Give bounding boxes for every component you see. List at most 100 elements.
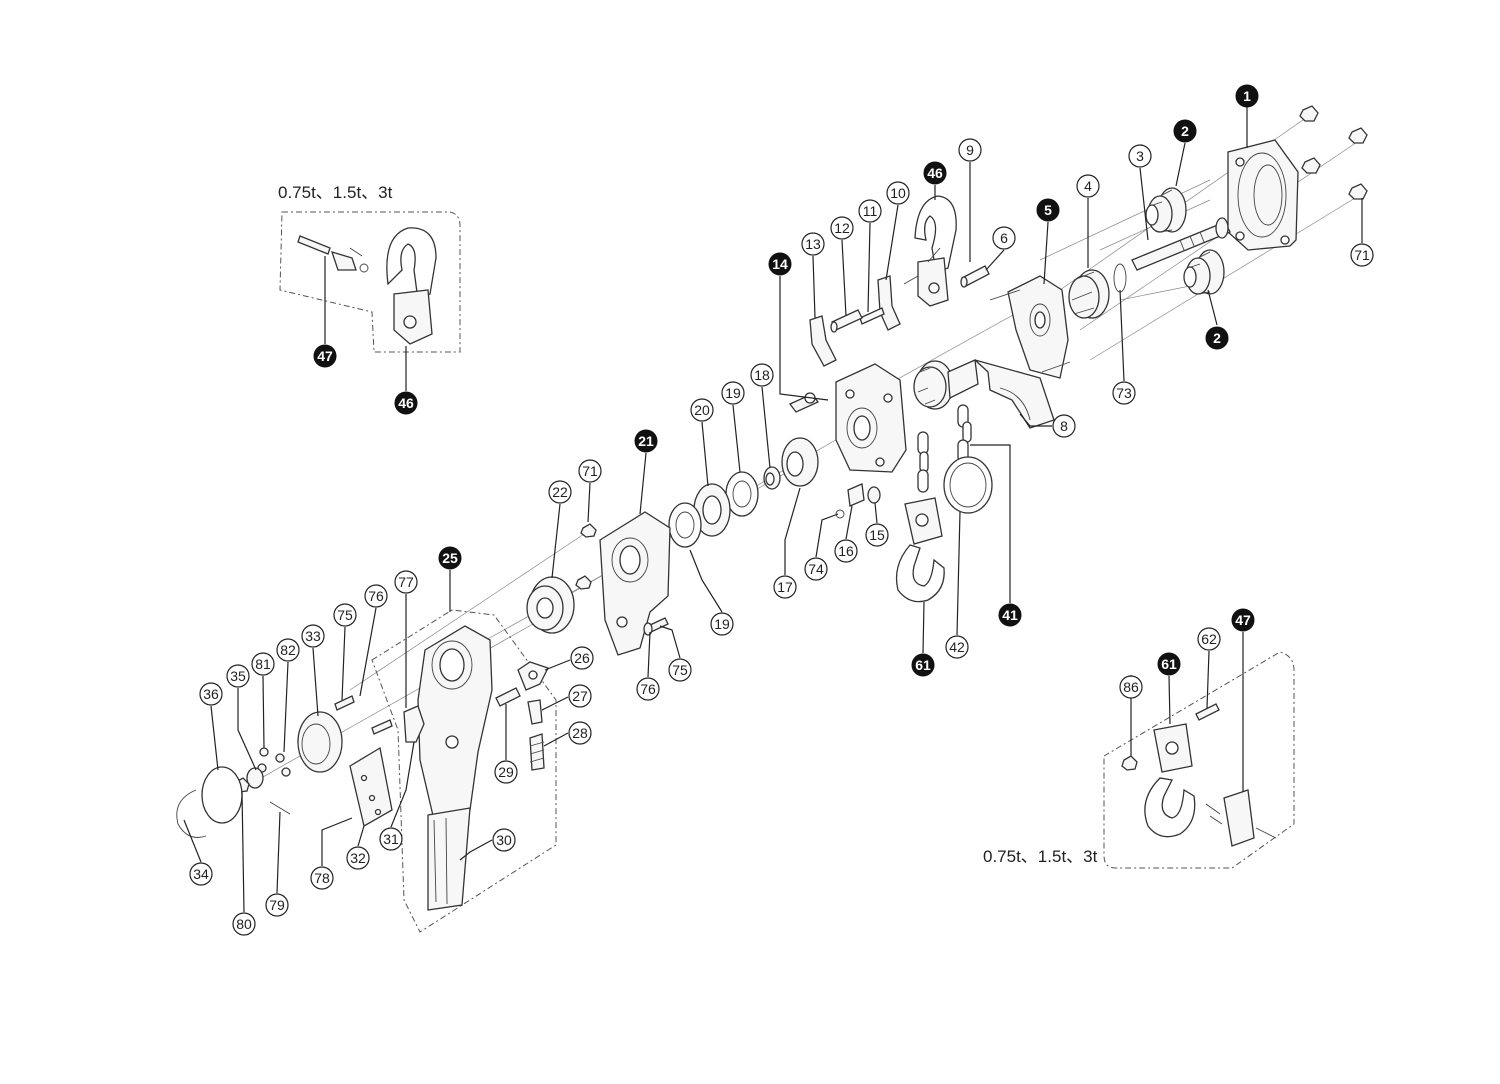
part-79-pin <box>269 801 291 815</box>
svg-text:79: 79 <box>269 897 285 913</box>
svg-text:27: 27 <box>572 688 588 704</box>
svg-text:21: 21 <box>638 433 654 449</box>
svg-text:28: 28 <box>572 725 588 741</box>
callout-28: 28 <box>568 721 592 745</box>
callout-47-inset-top: 47 <box>313 344 337 368</box>
callout-4: 4 <box>1076 174 1100 198</box>
svg-text:26: 26 <box>574 650 590 666</box>
part-46-top-hook <box>903 195 957 307</box>
svg-text:86: 86 <box>1123 679 1139 695</box>
callout-21: 21 <box>634 429 658 453</box>
svg-text:19: 19 <box>714 616 730 632</box>
inset-47-latch-kit-b <box>1205 789 1277 847</box>
callout-82: 82 <box>276 638 300 662</box>
inset-bottom-hook-part <box>1144 723 1196 838</box>
svg-text:77: 77 <box>398 574 414 590</box>
svg-text:6: 6 <box>1000 230 1008 246</box>
callout-20: 20 <box>690 398 714 422</box>
callout-1: 1 <box>1235 84 1259 108</box>
variant-note-bottom: 0.75t、1.5t、3t <box>983 847 1098 866</box>
part-28-spring <box>529 733 545 771</box>
svg-text:9: 9 <box>966 142 974 158</box>
part-11-spring-pin <box>859 307 885 325</box>
variant-note-top: 0.75t、1.5t、3t <box>278 183 393 202</box>
callout-61-main: 61 <box>911 653 935 677</box>
callout-12: 12 <box>830 216 854 240</box>
part-8-chain-stripper <box>974 359 1055 429</box>
part-21-brake-cover <box>599 511 671 656</box>
svg-text:81: 81 <box>255 656 271 672</box>
callout-27: 27 <box>568 684 592 708</box>
svg-text:42: 42 <box>949 639 965 655</box>
part-74-washer <box>835 509 845 519</box>
svg-text:22: 22 <box>552 484 568 500</box>
svg-text:82: 82 <box>280 642 296 658</box>
svg-text:18: 18 <box>754 367 770 383</box>
callout-19-lower: 19 <box>710 612 734 636</box>
part-42-end-ring <box>943 456 993 514</box>
callout-31: 31 <box>379 827 403 851</box>
callout-71-mid: 71 <box>578 459 602 483</box>
part-14-frame-plate <box>835 363 907 473</box>
svg-text:76: 76 <box>640 681 656 697</box>
load-chain <box>917 404 972 493</box>
part-32-lock-plate <box>349 746 393 827</box>
part-31-selector-knob <box>403 705 425 743</box>
svg-text:12: 12 <box>834 220 850 236</box>
callout-81: 81 <box>251 652 275 676</box>
callout-79: 79 <box>265 893 289 917</box>
svg-text:36: 36 <box>203 686 219 702</box>
callout-9: 9 <box>958 138 982 162</box>
callout-16: 16 <box>834 539 858 563</box>
leader-lines <box>183 107 1363 913</box>
callout-15: 15 <box>865 523 889 547</box>
callout-62: 62 <box>1197 627 1221 651</box>
callout-47-inset-bottom: 47 <box>1231 608 1255 632</box>
part-29-bolt <box>495 687 521 707</box>
callout-46-main: 46 <box>923 161 947 185</box>
part-71-nuts-top <box>1299 105 1368 200</box>
svg-text:2: 2 <box>1181 123 1189 139</box>
svg-text:11: 11 <box>863 203 878 219</box>
callout-13: 13 <box>801 232 825 256</box>
callout-71-top: 71 <box>1350 243 1374 267</box>
callout-29: 29 <box>494 760 518 784</box>
callout-32: 32 <box>346 846 370 870</box>
callout-78: 78 <box>310 866 334 890</box>
svg-text:74: 74 <box>808 561 824 577</box>
callout-76-left: 76 <box>364 584 388 608</box>
callout-19-upper: 19 <box>721 381 745 405</box>
callout-2-upper: 2 <box>1173 119 1197 143</box>
callout-36: 36 <box>199 682 223 706</box>
part-27-pin <box>527 699 543 725</box>
part-13-ratchet-pawl <box>809 315 837 367</box>
svg-text:71: 71 <box>1354 247 1370 263</box>
part-19-friction-plate-a <box>725 471 759 517</box>
part-26-pawl <box>517 661 549 691</box>
callout-74: 74 <box>804 557 828 581</box>
part-2-gear-upper <box>1145 187 1187 233</box>
callout-35: 35 <box>226 664 250 688</box>
callout-26: 26 <box>570 646 594 670</box>
callout-14: 14 <box>768 252 792 276</box>
callout-42: 42 <box>945 635 969 659</box>
svg-text:8: 8 <box>1060 418 1068 434</box>
svg-text:76: 76 <box>368 588 384 604</box>
callout-11: 11 <box>858 199 882 223</box>
svg-text:61: 61 <box>915 657 931 673</box>
part-17-ratchet-disk <box>781 437 819 487</box>
svg-text:73: 73 <box>1116 385 1132 401</box>
load-sheave <box>913 359 979 410</box>
callout-75-left: 75 <box>333 603 357 627</box>
svg-text:41: 41 <box>1002 607 1018 623</box>
part-71-nut-left <box>575 523 597 590</box>
part-2-gear-lower <box>1183 249 1225 295</box>
callout-30: 30 <box>492 828 516 852</box>
part-36-dust-cover <box>201 766 243 824</box>
svg-text:46: 46 <box>927 165 943 181</box>
svg-text:34: 34 <box>193 866 209 882</box>
svg-text:47: 47 <box>317 348 333 364</box>
part-33-hand-wheel-cover <box>297 711 343 773</box>
inset-86-nut <box>1121 755 1138 771</box>
